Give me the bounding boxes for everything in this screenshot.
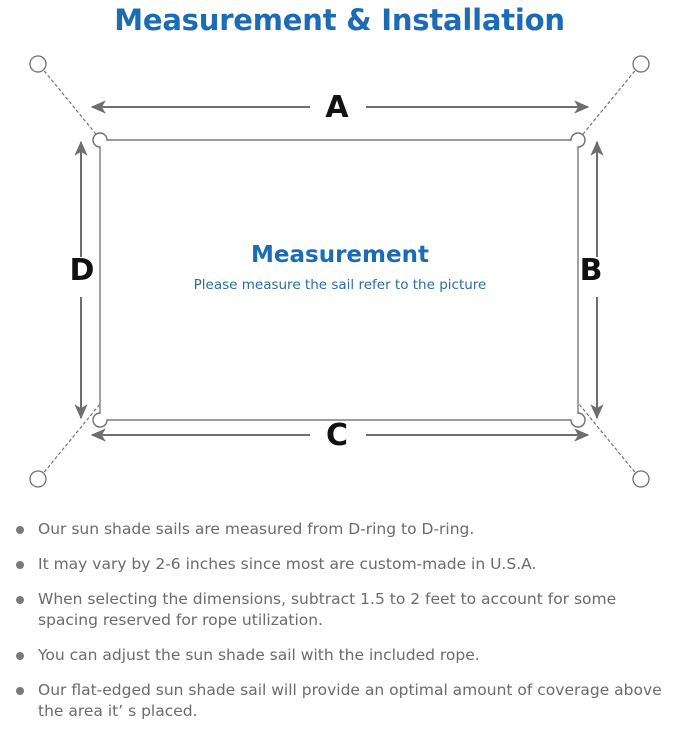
d-rings — [92, 132, 586, 428]
list-item: It may vary by 2-6 inches since most are… — [10, 554, 667, 575]
anchor-point-bottom-right — [632, 470, 650, 488]
rope-line-bottom-left — [40, 403, 101, 477]
bullet-icon — [16, 561, 24, 569]
note-text: You can adjust the sun shade sail with t… — [38, 646, 480, 664]
diagram-canvas — [29, 55, 650, 488]
note-text: When selecting the dimensions, subtract … — [38, 590, 617, 629]
d-ring-top-right — [570, 132, 586, 148]
rope-line-top-right — [578, 66, 639, 140]
d-ring-bottom-right — [570, 412, 586, 428]
list-item: Our flat-edged sun shade sail will provi… — [10, 680, 667, 722]
anchor-point-top-right — [632, 55, 650, 73]
dimension-arrows — [74, 100, 604, 442]
rope-line-top-left — [40, 66, 101, 140]
bullet-icon — [16, 687, 24, 695]
list-item: You can adjust the sun shade sail with t… — [10, 645, 667, 666]
bullet-icon — [16, 652, 24, 660]
sail-outline — [99, 139, 579, 421]
bullet-icon — [16, 596, 24, 604]
rope-line-bottom-right — [578, 403, 639, 477]
note-text: Our flat-edged sun shade sail will provi… — [38, 681, 662, 720]
anchor-point-bottom-left — [29, 470, 47, 488]
bullet-icon — [16, 526, 24, 534]
list-item: Our sun shade sails are measured from D-… — [10, 519, 667, 540]
d-ring-bottom-left — [92, 412, 108, 428]
measurement-diagram: A B C D Measurement Please measure the s… — [0, 44, 679, 519]
d-ring-top-left — [92, 132, 108, 148]
list-item: When selecting the dimensions, subtract … — [10, 589, 667, 631]
note-text: Our sun shade sails are measured from D-… — [38, 520, 475, 538]
note-text: It may vary by 2-6 inches since most are… — [38, 555, 537, 573]
page-title: Measurement & Installation — [114, 3, 565, 37]
notes-list: Our sun shade sails are measured from D-… — [0, 519, 679, 736]
rope-lines — [40, 66, 639, 477]
anchor-points — [29, 55, 650, 488]
anchor-point-top-left — [29, 55, 47, 73]
